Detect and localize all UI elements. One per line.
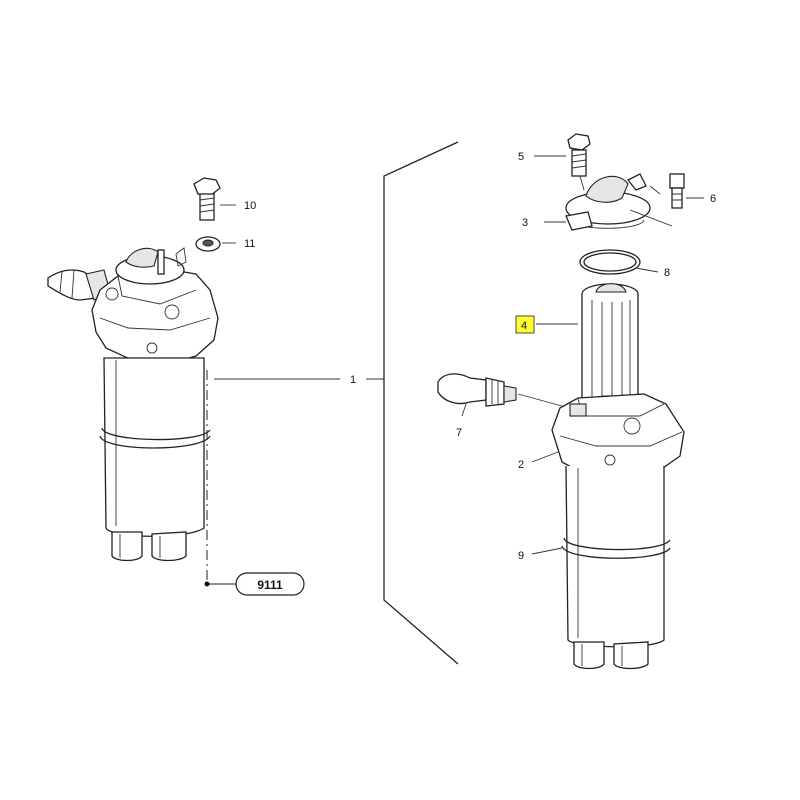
filter-element-4	[581, 283, 639, 413]
o-ring-8	[579, 249, 659, 275]
callout-3: 3	[522, 217, 528, 229]
callout-2: 2	[518, 459, 524, 471]
callout-10: 10	[244, 200, 256, 212]
callout-8: 8	[664, 267, 670, 279]
bolt-10	[193, 177, 236, 221]
callout-4-highlight	[515, 315, 535, 334]
assembly-bracket	[383, 141, 459, 665]
washer-11	[195, 236, 236, 252]
sensor-6	[669, 173, 704, 209]
callout-1: 1	[350, 374, 356, 386]
filter-cap-3	[544, 173, 673, 231]
connector-7	[437, 373, 563, 417]
assembled-filter-housing	[47, 247, 219, 562]
filter-bowl-9	[531, 465, 671, 670]
callout-5: 5	[518, 151, 524, 163]
callout-11: 11	[244, 238, 255, 250]
reference-leader	[204, 370, 305, 596]
callout-7: 7	[456, 427, 462, 439]
bolt-5	[534, 133, 591, 177]
callout-9: 9	[518, 550, 524, 562]
callout-4: 4	[521, 320, 527, 332]
filter-housing-2	[531, 393, 685, 479]
reference-tag-9111: 9111	[257, 578, 283, 592]
callout-6: 6	[710, 193, 716, 205]
